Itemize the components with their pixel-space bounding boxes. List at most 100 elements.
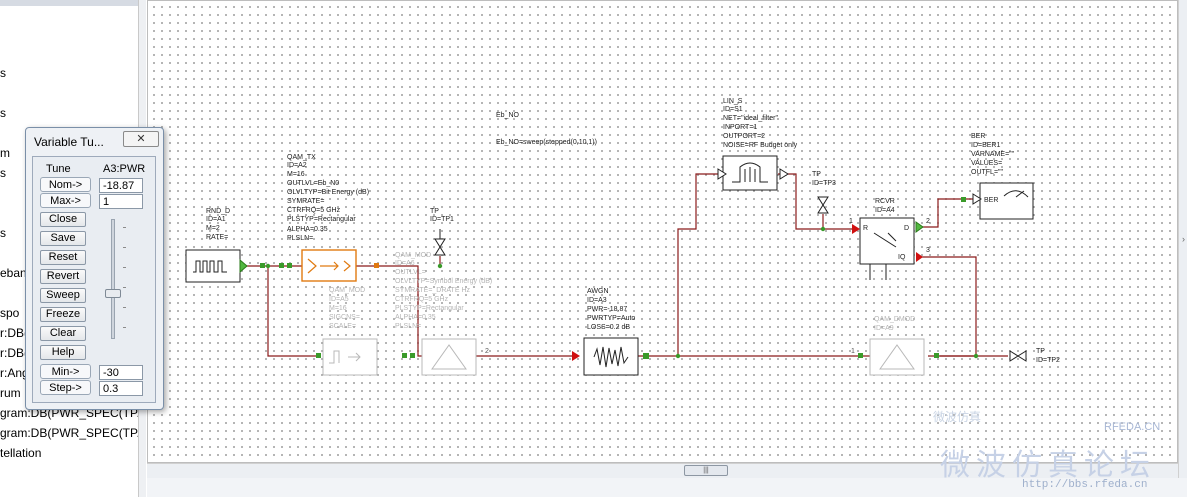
scroll-arrow-icon[interactable]: › <box>1182 234 1185 244</box>
nom-field[interactable]: -18.87 <box>99 178 143 193</box>
slider-tick <box>123 267 126 268</box>
help-button[interactable]: Help <box>40 345 86 360</box>
awgn-block[interactable] <box>572 337 649 376</box>
clear-button[interactable]: Clear <box>40 326 86 341</box>
tp1-probe[interactable] <box>434 229 446 256</box>
bottom-ports: 2 1 <box>260 263 939 358</box>
schematic-canvas[interactable]: RND_D ID=A1 M=2 RATE= QAM_TX ID=A2 M=16 … <box>147 0 1178 463</box>
ber-labels: BER BER ID=BER1 VARNAME="" VALUES= OUTFL… <box>971 133 1015 204</box>
junction-dot <box>820 226 826 232</box>
rnd-d-labels: RND_D ID=A1 M=2 RATE= <box>206 208 230 241</box>
tree-item[interactable]: rum <box>0 386 21 400</box>
tree-item[interactable]: tellation <box>0 446 42 460</box>
rcvr-label: RCVR <box>875 198 895 205</box>
min-field[interactable]: -30 <box>99 365 143 380</box>
wire-rnd-to-mod <box>267 266 318 357</box>
ghost-label: ID=A6 <box>395 260 415 267</box>
tp2-probe[interactable] <box>1009 350 1027 362</box>
tree-item[interactable]: r:DB( <box>0 346 28 360</box>
save-button[interactable]: Save <box>40 231 86 246</box>
freeze-button[interactable]: Freeze <box>40 307 86 322</box>
tree-header-bar <box>0 0 138 6</box>
tree-item[interactable]: m <box>0 146 10 160</box>
revert-button[interactable]: Revert <box>40 269 86 284</box>
lin-s-label: NOISE=RF Budget only <box>723 142 798 149</box>
awgn-label: ID=A3 <box>587 297 607 304</box>
tree-item[interactable]: s <box>0 226 6 240</box>
reset-button[interactable]: Reset <box>40 250 86 265</box>
ghost-label: SIGCNS= <box>329 314 360 321</box>
ber-block[interactable] <box>961 182 1034 220</box>
max-button[interactable]: Max-> <box>40 193 91 208</box>
tp2-label: TP <box>1036 348 1045 355</box>
tp3-labels: TP ID=TP3 <box>812 171 836 187</box>
watermark-rfeda: RFEDA.CN <box>1104 421 1161 433</box>
close-icon[interactable]: ✕ <box>123 131 159 147</box>
slider-tick <box>123 227 126 228</box>
tree-item[interactable]: eban <box>0 266 27 280</box>
tp3-probe[interactable] <box>817 196 829 214</box>
equation[interactable]: Eb_NO Eb_NO=sweep(stepped(0,10,1)) <box>496 112 597 146</box>
ghost-label: SYMRATE=_DRATE Hz <box>395 287 471 294</box>
tp1-label: TP <box>430 208 439 215</box>
tp1-label: ID=TP1 <box>430 216 454 223</box>
slider-tick <box>123 307 126 308</box>
min-button[interactable]: Min-> <box>40 364 91 379</box>
rcvr-block[interactable] <box>852 217 924 280</box>
scroll-thumb[interactable]: ||| <box>684 465 728 476</box>
step-field[interactable]: 0.3 <box>99 381 143 396</box>
junctions <box>265 226 979 359</box>
max-field[interactable]: 1 <box>99 194 143 209</box>
tree-item[interactable]: r:Ang <box>0 366 29 380</box>
port-number: 1 <box>849 218 853 225</box>
watermark-chinese: 微波仿真论坛 <box>940 448 1156 483</box>
eq-name: Eb_NO <box>496 112 520 119</box>
tree-item[interactable]: r:DB( <box>0 326 28 340</box>
value-slider-thumb[interactable] <box>105 289 121 299</box>
lin-s-label: LIN_S <box>723 98 743 105</box>
ghost-label: QAM_MOD <box>395 252 431 259</box>
junction-dot <box>675 353 681 359</box>
lin-s-label: INPORT=1 <box>723 124 757 131</box>
tree-item[interactable]: gram:DB(PWR_SPEC(TP. <box>0 426 139 440</box>
tp2-labels: TP ID=TP2 <box>1036 348 1060 364</box>
lin-s-filter-block[interactable] <box>717 155 789 191</box>
vertical-scrollbar[interactable]: › <box>1178 0 1187 480</box>
junction-dot <box>437 263 443 269</box>
ber-block-label: BER <box>984 197 998 204</box>
awgn-labels: AWGN ID=A3 PWR=-18.87 PWRTYP=Auto LOSS=0… <box>587 288 635 331</box>
nom-button[interactable]: Nom-> <box>40 177 91 192</box>
step-button[interactable]: Step-> <box>40 380 91 395</box>
watermark-small: 微波仿真 <box>933 410 982 424</box>
ghost-label: ID=A9 <box>874 325 894 332</box>
wire-rcvr-iq <box>918 256 977 357</box>
tuner-panel: Tune A3:PWR Nom-> -18.87 Max-> 1 Close S… <box>32 156 156 403</box>
qam-tx-label: SYMRATE= <box>287 198 324 205</box>
rnd-label: RATE= <box>206 234 228 241</box>
qam-tx-block[interactable] <box>287 249 379 282</box>
qam-tx-label: OUTLVL=Eb_N0 <box>287 180 339 187</box>
port-number: 2 <box>926 218 930 225</box>
value-slider-track[interactable] <box>111 219 115 339</box>
ghost-label: QAM_DMOD <box>874 316 915 323</box>
tp2-label: ID=TP2 <box>1036 357 1060 364</box>
sweep-button[interactable]: Sweep <box>40 288 86 303</box>
variable-tuner-dialog[interactable]: Variable Tu... ✕ Tune A3:PWR Nom-> -18.8… <box>25 127 164 410</box>
tree-item[interactable]: s <box>0 106 6 120</box>
port-number: 2 <box>485 348 489 355</box>
tree-item[interactable]: s <box>0 166 6 180</box>
ghost-label: M=16 <box>329 305 347 312</box>
horizontal-scrollbar[interactable]: ||| <box>147 463 1178 478</box>
close-button[interactable]: Close <box>40 212 86 227</box>
ber-label: VARNAME="" <box>971 151 1015 158</box>
rnd-label: RND_D <box>206 208 230 215</box>
ber-label: VALUES= <box>971 160 1002 167</box>
rnd-d-block[interactable] <box>185 249 248 283</box>
tree-item[interactable]: spo <box>0 306 20 320</box>
qam-tx-label: M=16 <box>287 171 305 178</box>
dialog-title: Variable Tu... <box>34 135 104 149</box>
tree-item[interactable]: s <box>0 66 6 80</box>
wire-to-filter <box>677 173 718 356</box>
ghost-params: QAM_MOD ID=A6 OUTLVL= OLVLTYP=Symbol Ene… <box>329 252 915 332</box>
tune-label: Tune <box>46 163 71 175</box>
